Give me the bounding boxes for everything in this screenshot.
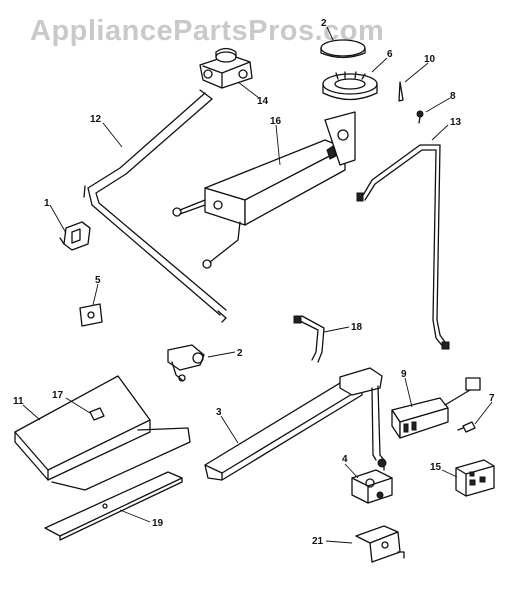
callout-3: 3 [216,407,222,418]
callout-7: 7 [489,393,495,404]
callout-labels: 2 6 10 8 13 14 16 12 1 5 2 18 11 17 3 9 … [13,18,495,547]
part-igniter-harness[interactable] [356,144,450,350]
callout-17: 17 [52,390,64,401]
callout-15: 15 [430,462,442,473]
callout-1: 1 [44,198,50,209]
callout-21: 21 [312,536,324,547]
callout-2-top: 2 [321,18,327,29]
part-burner-tube[interactable] [172,111,356,269]
callout-13: 13 [450,117,462,128]
part-burner-head[interactable] [322,71,378,101]
part-manifold-tube[interactable] [83,89,227,323]
part-clip-17[interactable] [89,407,105,421]
callout-19: 19 [152,518,164,529]
part-heat-shield[interactable] [14,375,191,491]
part-lower-burner-tube[interactable] [204,367,387,481]
callout-18: 18 [351,322,363,333]
callout-2-lower: 2 [237,348,243,359]
part-bracket-5[interactable] [79,303,103,327]
part-screw-7[interactable] [457,421,476,433]
callout-5: 5 [95,275,101,286]
part-igniter[interactable] [391,377,481,439]
callout-14: 14 [257,96,269,107]
part-burner-cap[interactable] [320,39,366,59]
part-connector-1[interactable] [59,221,91,251]
part-elbow-fitting[interactable] [167,344,205,382]
watermark-logo: AppliancePartsPros.com [30,15,384,47]
leader-lines [22,26,493,544]
callout-10: 10 [424,54,436,65]
callout-8: 8 [450,91,456,102]
part-pressure-regulator[interactable] [199,47,253,89]
callout-12: 12 [90,114,102,125]
part-orifice-tube[interactable] [293,315,325,363]
part-screw-8[interactable] [416,110,424,124]
callout-9: 9 [401,369,407,380]
callout-16: 16 [270,116,282,127]
part-bracket-21[interactable] [355,525,405,563]
part-bracket-19[interactable] [44,471,183,541]
callout-6: 6 [387,49,393,60]
callout-11: 11 [13,396,24,407]
part-terminal-block[interactable] [455,459,495,497]
part-valve-4[interactable] [351,469,393,504]
part-clip[interactable] [398,81,404,102]
callout-4: 4 [342,454,348,465]
